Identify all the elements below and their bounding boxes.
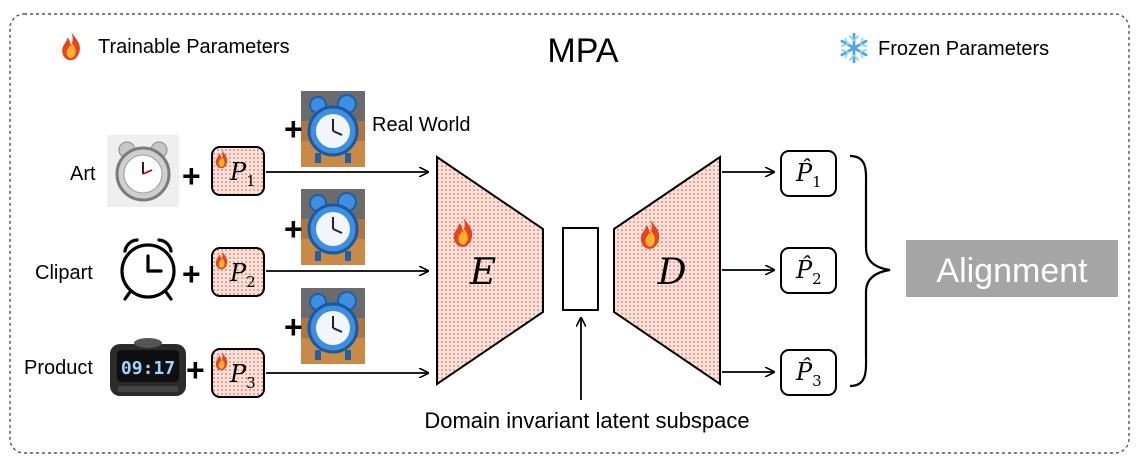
latent-subspace-box — [562, 227, 599, 311]
source-row-product: Product 09:17 + + P3 — [24, 288, 428, 398]
prompt-p3: P3 — [229, 360, 256, 392]
plus-sign: + — [284, 211, 303, 247]
source-row-clipart: Clipart + + P2 — [35, 189, 428, 301]
plus-sign: + — [284, 111, 303, 147]
alignment-label: Alignment — [936, 252, 1088, 290]
decoder-label: D — [657, 252, 687, 293]
output-p1hat: P̂1 — [795, 159, 822, 191]
digital-clock-product-image: 09:17 — [110, 338, 186, 396]
alarm-clock-clipart-icon — [120, 238, 176, 301]
decoder-block: D — [613, 155, 721, 386]
plus-sign: + — [284, 309, 303, 345]
output-box-p2hat — [780, 247, 837, 294]
diagram-title: MPA — [547, 32, 618, 70]
prompt-p2: P2 — [229, 259, 256, 291]
svg-text:09:17: 09:17 — [121, 358, 175, 379]
frozen-legend-label: Frozen Parameters — [878, 38, 1049, 60]
encoder-label: E — [469, 252, 496, 293]
art-label: Art — [70, 163, 96, 185]
clipart-label: Clipart — [35, 262, 93, 284]
silver-alarm-clock-image — [107, 135, 179, 207]
real-world-clock-image — [301, 288, 365, 364]
prompt-p1: P1 — [229, 158, 256, 190]
product-label: Product — [24, 357, 93, 379]
real-world-clock-image — [301, 91, 365, 167]
plus-sign: + — [182, 256, 201, 292]
real-world-label: Real World — [372, 114, 471, 136]
output-p3hat: P̂3 — [795, 358, 822, 390]
snowflake-icon — [840, 32, 868, 64]
plus-sign: + — [186, 352, 205, 388]
source-row-art: Art + + P1 — [70, 91, 428, 207]
trainable-legend-label: Trainable Parameters — [98, 36, 290, 58]
plus-sign: + — [182, 158, 201, 194]
output-box-p3hat — [780, 349, 837, 396]
encoder-block: E — [436, 155, 544, 386]
fire-icon — [62, 31, 80, 61]
latent-caption: Domain invariant latent subspace — [424, 408, 749, 433]
alignment-box — [906, 240, 1118, 297]
output-p2hat: P̂2 — [795, 256, 822, 288]
real-world-clock-image — [301, 189, 365, 265]
curly-brace — [849, 154, 891, 388]
outer-frame — [9, 13, 1130, 454]
output-box-p1hat — [780, 150, 837, 197]
